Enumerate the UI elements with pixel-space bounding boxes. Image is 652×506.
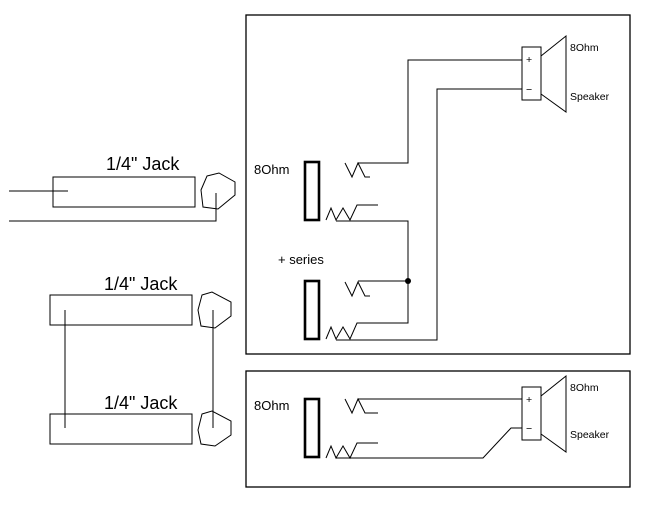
upper-contact-2-bottom: [325, 281, 409, 341]
upper-wire-positive: [358, 59, 522, 164]
top-jack: 1/4" Jack: [9, 154, 236, 222]
upper-wire-negative: [336, 88, 522, 341]
upper-plus-label: +: [526, 54, 532, 66]
top-jack-label: 1/4" Jack: [106, 154, 180, 174]
upper-speaker-label: Speaker: [570, 91, 610, 103]
middle-jack: 1/4" Jack: [49, 274, 232, 329]
upper-cabinet-frame: [245, 14, 631, 355]
upper-resistor-2: [303, 279, 321, 341]
upper-speaker-terminal-block: [521, 46, 542, 101]
upper-resistor-1: [303, 160, 321, 222]
bottom-jack-label: 1/4" Jack: [104, 393, 178, 413]
lower-contact-bottom: [325, 442, 378, 460]
upper-speaker-impedance: 8Ohm: [570, 42, 599, 54]
upper-cabinet: 8Ohm + series + − 8Ohm Speaker: [254, 34, 610, 341]
lower-resistor: [303, 397, 321, 459]
lower-plus-label: +: [526, 394, 532, 406]
lower-contact-top: [344, 397, 378, 415]
bottom-jack-plug-tip: [197, 410, 232, 447]
upper-speaker-cone: [540, 34, 567, 113]
upper-contact-1-top: [344, 161, 370, 179]
middle-jack-body: [49, 294, 193, 326]
top-jack-plug-tip: [200, 172, 236, 210]
lower-speaker-label: Speaker: [570, 429, 610, 441]
lower-cabinet-frame: [245, 370, 631, 488]
upper-contact-2-top: [344, 280, 370, 298]
top-jack-sleeve-wire: [9, 193, 217, 222]
top-jack-body: [52, 176, 196, 208]
lower-wire-negative: [336, 427, 522, 459]
series-label: + series: [278, 252, 324, 267]
middle-jack-plug-tip: [197, 291, 232, 329]
lower-cabinet: 8Ohm + − 8Ohm Speaker: [254, 374, 610, 460]
bottom-jack-body: [49, 413, 193, 445]
lower-minus-label: −: [526, 423, 532, 435]
lower-speaker-terminal-block: [521, 386, 542, 441]
upper-resistor-1-label: 8Ohm: [254, 162, 289, 177]
lower-speaker-cone: [540, 374, 567, 453]
bottom-jack: 1/4" Jack: [49, 393, 232, 447]
upper-minus-label: −: [526, 84, 532, 96]
upper-series-wire-a: [336, 220, 409, 281]
upper-contact-1-bottom: [325, 204, 378, 222]
lower-speaker-impedance: 8Ohm: [570, 382, 599, 394]
lower-resistor-label: 8Ohm: [254, 398, 289, 413]
middle-jack-label: 1/4" Jack: [104, 274, 178, 294]
